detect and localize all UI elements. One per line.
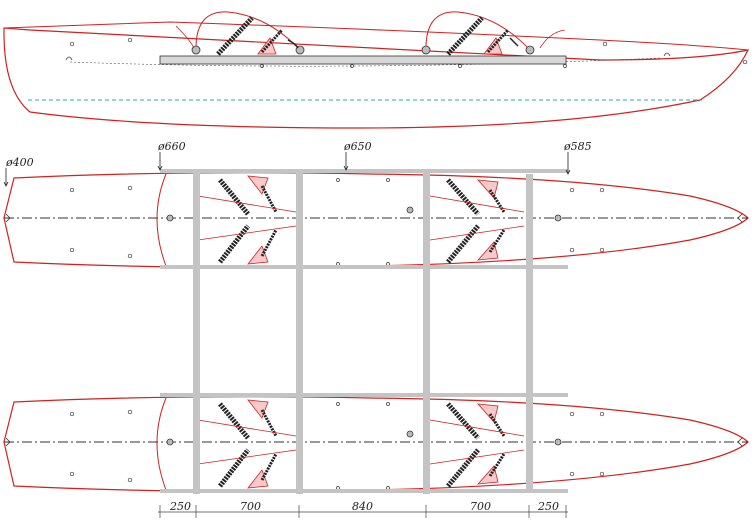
diameter-label-2: ø660 — [157, 140, 186, 153]
frame-rail-2 — [160, 265, 568, 269]
hull-1-paddles — [218, 178, 480, 264]
dimension-4: 700 — [470, 500, 491, 513]
dimension-1: 250 — [169, 500, 191, 513]
hull-2-outline — [3, 396, 749, 492]
side-rope-3 — [509, 37, 519, 47]
side-paddle-1 — [216, 16, 254, 56]
diameter-label-4: ø585 — [563, 140, 592, 153]
hull-1-outline — [3, 172, 749, 268]
side-stern-rope — [539, 29, 566, 49]
hull-2-bow-arc — [156, 397, 167, 491]
frame-crossbar-1 — [193, 170, 200, 494]
hull-2-bow-tip — [5, 437, 11, 447]
hull-2-stern-tip — [737, 437, 743, 447]
diameter-label-1: ø400 — [5, 156, 34, 169]
side-bow-rope — [175, 25, 195, 49]
top-view: ø400 ø660 ø650 ø585 — [3, 140, 749, 494]
hull-2 — [3, 396, 749, 492]
hull-1-seat-pad-2 — [247, 245, 269, 265]
frame-crossbar-3 — [423, 170, 430, 494]
hull-1-node-3 — [554, 214, 562, 222]
side-keel-line — [69, 57, 661, 67]
hull-1 — [3, 172, 749, 268]
side-oarlock-4 — [525, 45, 535, 55]
side-deck-line — [3, 21, 749, 51]
hull-2-node-3 — [554, 438, 562, 446]
hull-2-paddles — [218, 402, 480, 488]
dimension-5: 250 — [537, 500, 559, 513]
hull-1-seat-lines — [197, 195, 525, 241]
hull-2-seat-lines — [197, 419, 525, 465]
hull-2-node-2 — [406, 430, 414, 438]
side-view — [3, 11, 750, 129]
frame-crossbar-2 — [296, 170, 303, 494]
frame — [160, 169, 568, 494]
dimension-2: 700 — [240, 500, 261, 513]
side-rod-2 — [486, 28, 510, 54]
side-rope-2 — [287, 39, 299, 49]
side-oarlock-3 — [421, 45, 431, 55]
side-rod-1 — [260, 28, 284, 54]
hull-2-node-1 — [166, 438, 174, 446]
frame-rail-1 — [160, 169, 568, 173]
side-seat-back-1 — [195, 11, 301, 51]
side-fittings — [65, 37, 748, 68]
frame-rail-3 — [160, 393, 568, 397]
hull-1-node-2 — [406, 206, 414, 214]
hull-1-stern-tip — [737, 213, 743, 223]
side-hull-outline — [3, 27, 750, 129]
hull-1-node-1 — [166, 214, 174, 222]
hull-1-bow-tip — [5, 213, 11, 223]
dimension-3: 840 — [352, 500, 373, 513]
dimension-line — [158, 505, 568, 518]
side-paddle-2 — [446, 16, 484, 56]
diameter-label-3: ø650 — [343, 140, 372, 153]
hull-1-bow-arc — [156, 173, 167, 267]
side-frame-beam — [159, 55, 567, 65]
side-seat-back-2 — [425, 11, 531, 51]
diameter-markers — [3, 152, 571, 187]
hull-1-fittings — [69, 178, 605, 266]
hull-2-seat-pad-2 — [247, 469, 269, 489]
frame-rail-4 — [160, 489, 568, 493]
frame-crossbar-4 — [526, 174, 533, 492]
